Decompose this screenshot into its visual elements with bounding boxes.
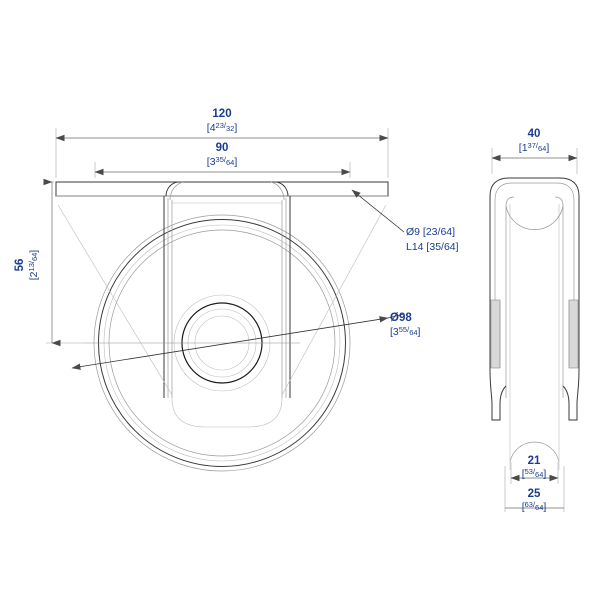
plate-width-bracket-open: [ (207, 122, 210, 134)
side-left-foot (489, 369, 507, 421)
hole-spacing-slash: / (224, 155, 227, 164)
wheel-width-bracket-close: ] (543, 468, 546, 480)
wheel-diameter-value: Ø98 (390, 312, 412, 324)
fork-width-bracket-close: ] (543, 501, 546, 513)
plate-to-axle-value: 56 (14, 259, 26, 272)
fork-width-numerator: 63 (525, 500, 533, 509)
hole-spacing-denominator: 64 (226, 158, 234, 167)
wheel-diameter-slash: / (407, 325, 410, 334)
plate-width-denominator: 32 (226, 124, 234, 133)
wheel-width-slash: / (533, 467, 536, 476)
plate-to-axle-bracket-close: ] (28, 250, 40, 253)
fork-lower-web (171, 397, 283, 428)
wheel-width-denominator: 64 (535, 470, 543, 479)
plate-to-axle-bracket-open: [ (28, 277, 40, 280)
right-leg-fillet-inner (270, 181, 285, 201)
plate-to-axle-label-group: 56 [213/64] (14, 250, 40, 281)
hole-spacing-bracket-open: [ (207, 156, 210, 168)
leader-line-bolt-hole (351, 189, 405, 233)
plate-depth-bracket-open: [ (519, 142, 522, 154)
plate-width-bracket: [423/32] (207, 121, 238, 134)
plate-to-axle-slash: / (27, 260, 36, 263)
side-wheel-top-arc (505, 205, 564, 230)
plate-width-slash: / (224, 121, 227, 130)
plate-depth-bracket: [137/64] (519, 141, 550, 154)
fork-width-denominator: 64 (535, 503, 543, 512)
plate-depth-bracket-close: ] (546, 142, 549, 154)
plate-depth-whole: 1 (522, 142, 528, 154)
wheel-width-bracket: [53/64] (522, 467, 547, 480)
side-wheel-tread-left (490, 299, 501, 369)
plate-depth-denominator: 64 (538, 144, 546, 153)
wheel-width-numerator: 53 (525, 467, 533, 476)
leader-tail-wheel-diameter (387, 313, 405, 319)
bolt-hole-diameter-note: Ø9 [23/64] (406, 226, 455, 238)
hole-spacing-bracket: [335/64] (207, 155, 238, 168)
plate-to-axle-whole: 2 (28, 271, 40, 277)
plate-to-axle-numerator: 13 (27, 263, 36, 271)
mounting-plate (55, 181, 389, 197)
plate-depth-value: 40 (528, 128, 541, 140)
wheel-diameter-denominator: 64 (409, 328, 417, 337)
plate-width-bracket-close: ] (234, 122, 237, 134)
plate-width-whole: 4 (210, 122, 216, 134)
wheel-diameter-bracket-close: ] (418, 326, 421, 338)
svg-text:[335/64]: [335/64] (207, 155, 238, 168)
plate-to-axle-denominator: 64 (30, 253, 39, 261)
wheel-diameter-numerator: 55 (399, 325, 407, 334)
leader-line-wheel-diameter (71, 316, 389, 370)
side-fork-outer-shell (489, 177, 580, 370)
side-wheel-bottom-arc (509, 441, 560, 463)
wheel-diameter-bracket: [355/64] (390, 325, 421, 338)
hole-spacing-whole: 3 (210, 156, 216, 168)
bolt-hole-length-note: L14 [35/64] (406, 241, 459, 253)
svg-text:[423/32]: [423/32] (207, 121, 238, 134)
wheel-width-bracket-open: [ (522, 468, 525, 480)
right-gusset-line (281, 204, 387, 396)
wheel-diameter-whole: 3 (393, 326, 399, 338)
side-right-foot (562, 369, 580, 421)
left-gusset-line (57, 204, 173, 396)
fork-width-value: 25 (528, 488, 541, 500)
left-leg-fillet-inner (169, 181, 184, 201)
plate-width-numerator: 23 (216, 121, 224, 130)
fork-width-bracket-open: [ (522, 501, 525, 513)
left-leg-fillet-outer (165, 181, 179, 197)
plate-to-axle-bracket: [213/64] (27, 250, 40, 281)
side-inner-leg-faces (505, 196, 564, 398)
right-leg-fillet-outer (275, 181, 289, 197)
plate-width-value: 120 (212, 108, 231, 120)
hole-spacing-numerator: 35 (216, 155, 224, 164)
wheel-width-value: 21 (528, 455, 541, 467)
side-wheel-tread-right (568, 299, 579, 369)
fork-width-bracket: [63/64] (522, 500, 547, 513)
plate-depth-numerator: 37 (528, 141, 536, 150)
side-view-dimensions (491, 148, 578, 512)
front-view-dimensions (43, 128, 405, 370)
fork-width-slash: / (533, 500, 536, 509)
plate-depth-slash: / (536, 141, 539, 150)
side-fork-inner-shell (494, 182, 575, 368)
wheel-diameter-bracket-open: [ (390, 326, 393, 338)
side-view-geometry (489, 177, 580, 470)
hole-spacing-value: 90 (216, 142, 229, 154)
front-view-geometry (55, 181, 389, 472)
hole-spacing-bracket-close: ] (234, 156, 237, 168)
